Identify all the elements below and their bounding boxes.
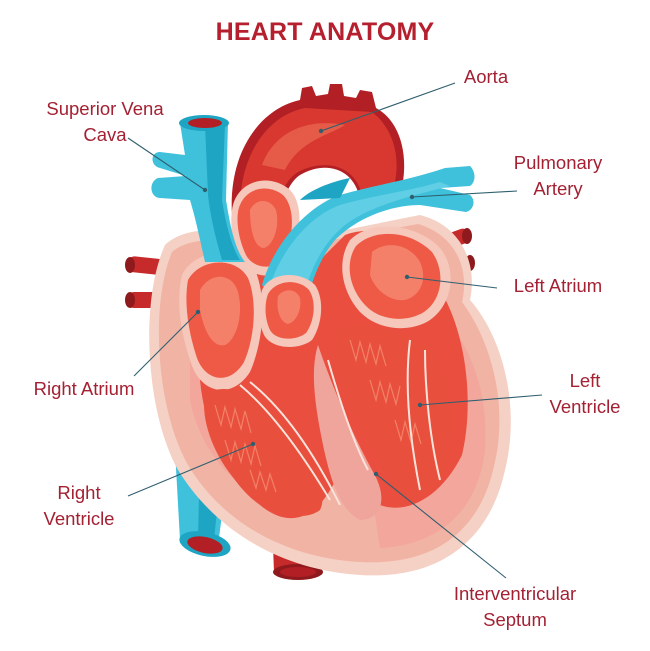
label-interventricular-septum: Interventricular Septum <box>453 583 577 630</box>
diagram-title: HEART ANATOMY <box>215 18 435 46</box>
leader-lines <box>127 82 543 579</box>
leader-line-aorta <box>320 82 456 132</box>
interventricular-septum <box>313 345 382 520</box>
label-superior-vena-cava: Superior Vena Cava <box>46 98 164 145</box>
label-right-atrium: Right Atrium <box>33 378 135 399</box>
leader-line-left-ventricle <box>419 394 543 406</box>
label-left-ventricle: Left Ventricle <box>549 370 621 417</box>
leader-line-superior-vena-cava <box>127 137 206 191</box>
left-atrium-chamber <box>342 226 451 329</box>
left-ventricle-chamber <box>335 325 452 497</box>
pulmonary-valve-chamber <box>259 274 322 347</box>
label-right-ventricle: Right Ventricle <box>43 482 115 529</box>
leader-dots <box>195 128 423 477</box>
leader-line-right-atrium <box>133 311 199 377</box>
right-atrium-chamber <box>179 252 263 391</box>
label-aorta: Aorta <box>463 66 509 87</box>
leader-line-interventricular-septum <box>375 473 507 579</box>
label-left-atrium: Left Atrium <box>513 275 603 296</box>
leader-line-left-atrium <box>406 276 498 289</box>
right-ventricle-chamber <box>204 381 341 516</box>
label-pulmonary-artery: Pulmonary Artery <box>513 152 603 199</box>
leader-line-right-ventricle <box>127 443 254 497</box>
leader-line-pulmonary-artery <box>411 190 518 198</box>
superior-vena-cava <box>151 115 245 262</box>
